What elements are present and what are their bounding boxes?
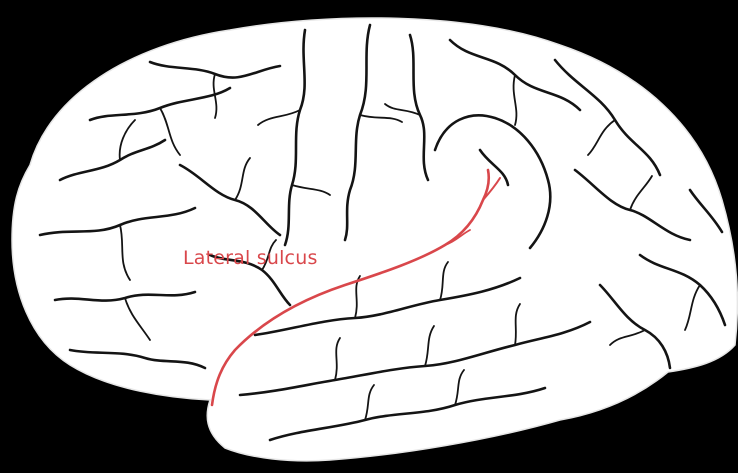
brain-outline <box>12 18 737 461</box>
lateral-sulcus-label: Lateral sulcus <box>183 247 318 269</box>
